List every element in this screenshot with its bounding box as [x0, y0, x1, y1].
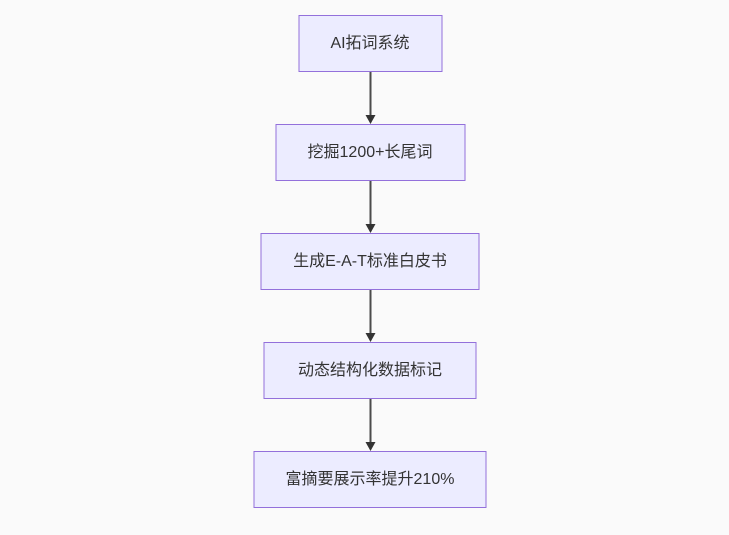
arrow-down-icon — [365, 333, 375, 342]
edge-line — [369, 181, 371, 224]
arrow-down-icon — [365, 115, 375, 124]
flowchart-column: AI拓词系统 挖掘1200+长尾词 生成E-A-T标准白皮书 动态结构化数据标记 — [253, 15, 487, 508]
flow-edge-3 — [365, 290, 375, 342]
flow-node-label: 动态结构化数据标记 — [297, 361, 442, 379]
flow-node-rich-snippet-uplift: 富摘要展示率提升210% — [253, 451, 487, 508]
flow-node-ai-keyword-system: AI拓词系统 — [298, 15, 442, 72]
flow-node-label: AI拓词系统 — [330, 34, 410, 52]
flow-node-structured-data-markup: 动态结构化数据标记 — [263, 342, 477, 399]
flow-edge-1 — [365, 72, 375, 124]
arrow-down-icon — [365, 224, 375, 233]
flow-node-eat-whitepaper: 生成E-A-T标准白皮书 — [260, 233, 480, 290]
edge-line — [369, 72, 371, 115]
flow-edge-2 — [365, 181, 375, 233]
edge-line — [369, 399, 371, 442]
arrow-down-icon — [365, 442, 375, 451]
flow-node-label: 挖掘1200+长尾词 — [307, 143, 433, 161]
flow-edge-4 — [365, 399, 375, 451]
edge-line — [369, 290, 371, 333]
flow-node-label: 生成E-A-T标准白皮书 — [293, 252, 447, 270]
flow-node-longtail-mining: 挖掘1200+长尾词 — [275, 124, 465, 181]
flow-node-label: 富摘要展示率提升210% — [285, 470, 455, 488]
